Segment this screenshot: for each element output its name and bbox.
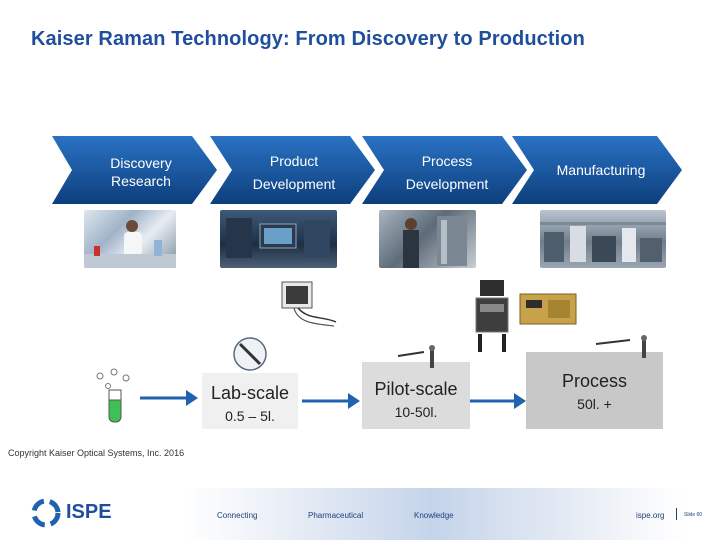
- raman-analyzer-icon: [281, 281, 337, 327]
- ispe-logo[interactable]: ISPE: [30, 498, 130, 528]
- stage-label-line1: Process: [421, 153, 473, 169]
- scale-volume: 10-50l.: [394, 404, 438, 420]
- lab-scientist-photo: [84, 210, 176, 268]
- stage-label-line2: Research: [111, 173, 171, 190]
- chevron-shape: [52, 136, 217, 204]
- plant-illustration: [540, 222, 666, 262]
- stage-manufacturing: Manufacturing: [512, 136, 682, 204]
- pilot-instrument-cart-icon: [475, 280, 509, 352]
- stage-label-line1: Manufacturing: [556, 162, 646, 178]
- lab-scale-box: Lab-scale 0.5 – 5l.: [202, 373, 298, 429]
- arrow-right-icon: [302, 393, 360, 409]
- process-development-photo: [379, 210, 476, 268]
- stage-label-line1: Product: [269, 153, 319, 169]
- chevron-shape: [512, 136, 682, 204]
- stage-label-line2: Development: [405, 176, 489, 193]
- footer-link-connecting[interactable]: Connecting: [217, 511, 258, 520]
- process-analyzer-icon: [519, 293, 577, 325]
- scale-title: Process: [561, 371, 628, 391]
- scientist-illustration: [84, 220, 176, 268]
- stage-product-development: Product Development: [210, 136, 375, 204]
- arrow-right-icon: [468, 393, 526, 409]
- footer-link-pharmaceutical[interactable]: Pharmaceutical: [308, 511, 364, 520]
- process-scale-box: Process 50l. +: [526, 352, 663, 429]
- instrument-illustration: [226, 218, 330, 258]
- footer-band: [185, 488, 685, 540]
- flask-icon: [96, 368, 130, 423]
- manufacturing-plant-photo: [540, 210, 666, 268]
- stage-label-line1: Discovery: [110, 155, 172, 171]
- probe-icon: [233, 337, 267, 371]
- scale-volume: 0.5 – 5l.: [225, 408, 275, 424]
- arrow-right-icon: [140, 390, 198, 406]
- probe-small-icon: [595, 335, 647, 358]
- scale-title: Lab-scale: [210, 383, 290, 403]
- footer-divider: [676, 508, 677, 520]
- ispe-logo-text: ISPE: [66, 501, 112, 523]
- slide-number: Slide 60: [684, 512, 703, 518]
- chevron-shape: [362, 136, 527, 204]
- engineers-illustration: [403, 216, 467, 268]
- probe-small-icon: [397, 345, 435, 368]
- pilot-scale-box: Pilot-scale 10-50l.: [362, 362, 470, 429]
- product-development-photo: [220, 210, 337, 268]
- stage-label-line2: Development: [252, 176, 336, 193]
- ispe-swirl-icon: [31, 498, 61, 528]
- chevron-shape: [210, 136, 375, 204]
- slide-title: Kaiser Raman Technology: From Discovery …: [31, 28, 585, 50]
- stage-process-development: Process Development: [362, 136, 527, 204]
- footer-site-link[interactable]: ispe.org: [636, 511, 665, 520]
- stage-discovery-research: Discovery Research: [52, 136, 217, 204]
- footer-link-knowledge[interactable]: Knowledge: [414, 511, 454, 520]
- scale-title: Pilot-scale: [374, 379, 458, 399]
- scale-volume: 50l. +: [577, 396, 612, 412]
- copyright-text: Copyright Kaiser Optical Systems, Inc. 2…: [8, 448, 185, 458]
